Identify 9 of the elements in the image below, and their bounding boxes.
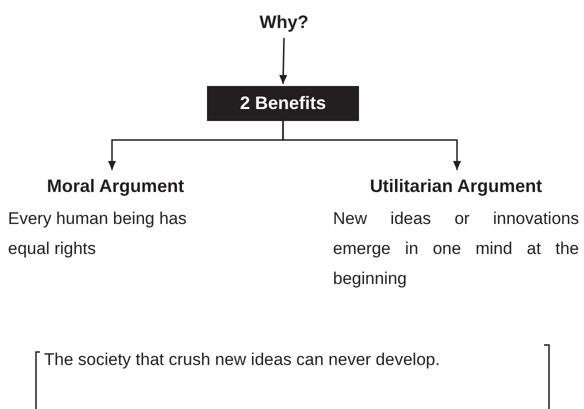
title-box: 2 Benefits <box>207 86 359 121</box>
arrow <box>279 38 288 84</box>
argument-heading: Utilitarian Argument <box>368 175 544 198</box>
argument-text: New ideas or innovations emerge in one mind at the beginning <box>333 208 579 290</box>
argument-text: Every human being has equal rights <box>8 208 188 260</box>
note-text: The society that crush new ideas can never develop. <box>44 349 441 371</box>
question-text: Why? <box>244 8 324 36</box>
arrow <box>282 121 461 170</box>
argument-heading: Moral Argument <box>46 175 186 198</box>
